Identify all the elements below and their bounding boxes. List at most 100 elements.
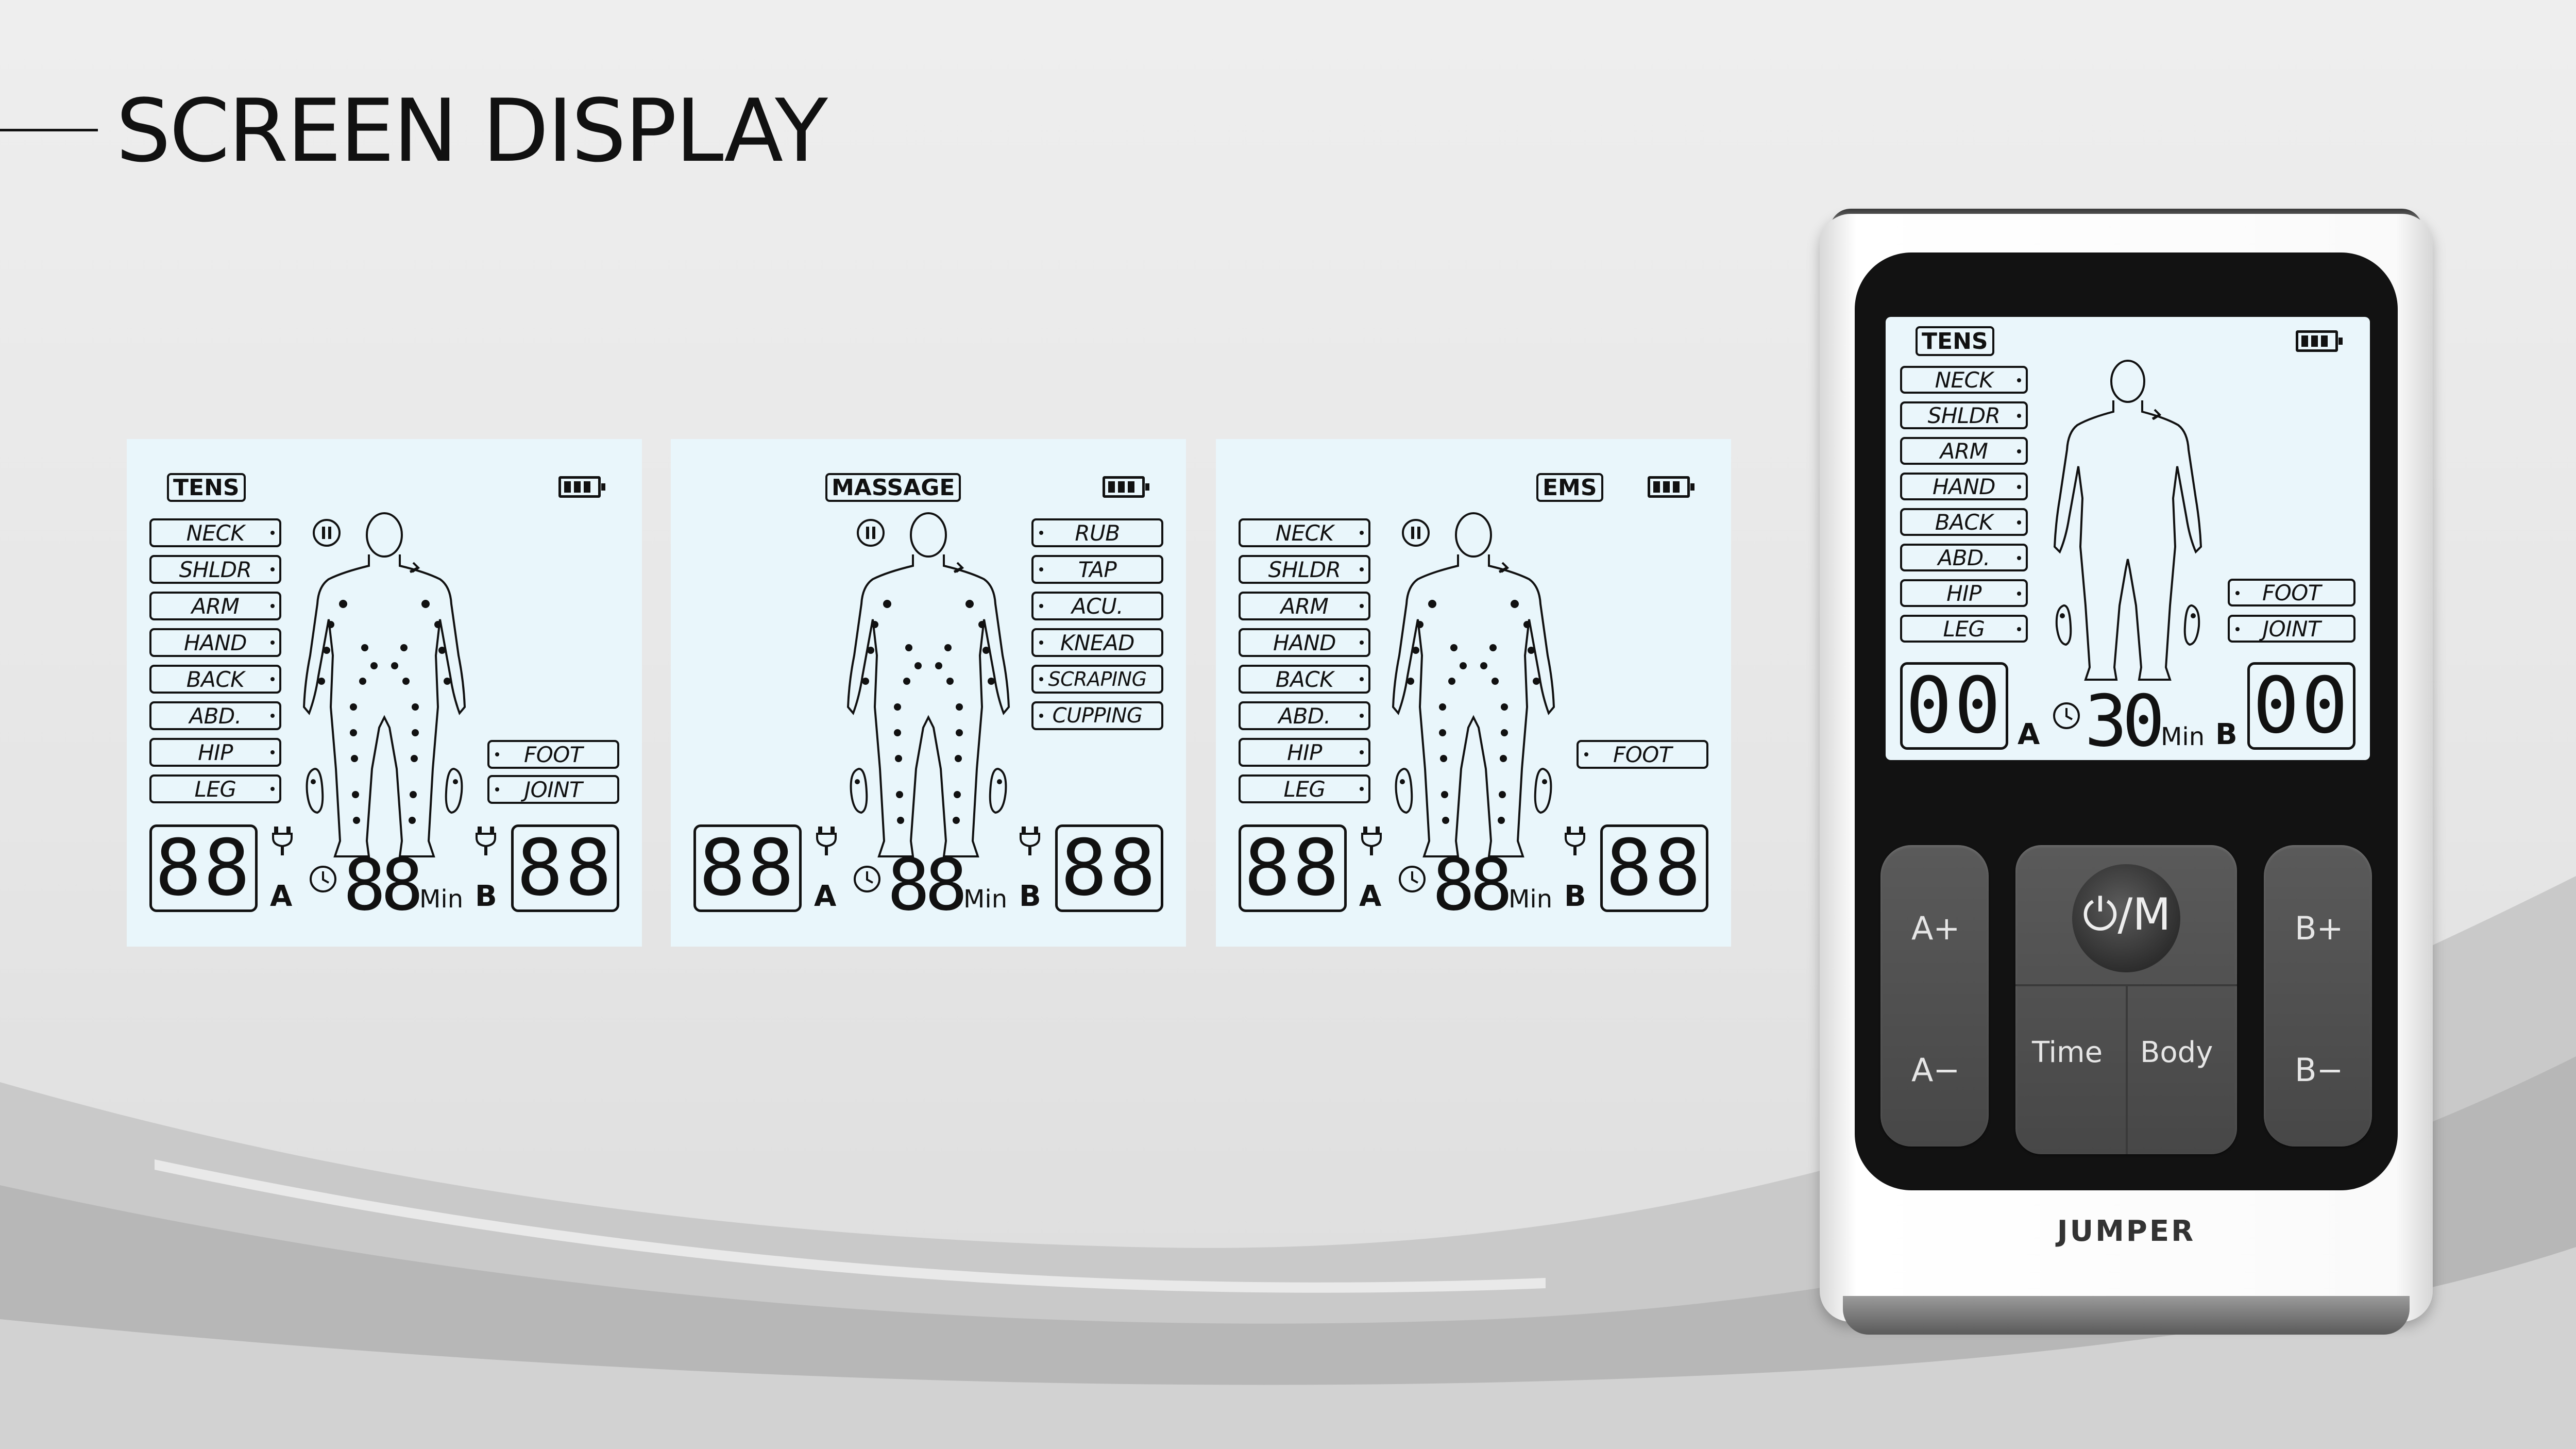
label-acu: ACU. <box>1031 592 1163 620</box>
mode-indicator: MASSAGE <box>825 473 961 502</box>
channel-a-plug-icon <box>1361 827 1382 855</box>
timer-value: 88 <box>343 844 423 926</box>
label-cupping: CUPPING <box>1031 701 1163 730</box>
clock-icon <box>310 866 336 892</box>
tens-device: TENS NECK SHLDR ARM HAND BACK ABD. HIP L… <box>1820 209 2433 1335</box>
label-shldr: SHLDR <box>1900 401 2028 429</box>
body-button[interactable]: Body <box>2140 1036 2213 1069</box>
label-arm: ARM <box>1239 592 1370 620</box>
body-figure-icon <box>1392 512 1555 857</box>
channel-a-plug-icon <box>816 827 837 855</box>
label-neck: NECK <box>1239 518 1370 547</box>
label-hand: HAND <box>149 628 281 657</box>
label-shldr: SHLDR <box>1239 555 1370 584</box>
label-rub: RUB <box>1031 518 1163 547</box>
label-scraping: SCRAPING <box>1031 665 1163 694</box>
channel-b-buttons <box>2264 845 2372 1147</box>
timer-value: 88 <box>887 844 968 926</box>
label-foot: FOOT <box>1577 740 1708 769</box>
label-leg: LEG <box>1239 774 1370 803</box>
body-figure-icon <box>846 512 1010 857</box>
channel-a-intensity: 00 <box>1900 662 2008 750</box>
time-button[interactable]: Time <box>2032 1036 2103 1069</box>
channel-a-letter: A <box>1359 880 1382 913</box>
b-minus-button[interactable]: B− <box>2295 1051 2344 1089</box>
label-joint: JOINT <box>2228 615 2355 643</box>
battery-icon <box>1103 476 1149 498</box>
channel-b-intensity: 88 <box>1055 824 1163 912</box>
device-lcd: TENS NECK SHLDR ARM HAND BACK ABD. HIP L… <box>1886 317 2370 760</box>
pause-icon <box>313 519 341 547</box>
label-hip: HIP <box>149 738 281 767</box>
lcd-panel-tens: TENS NECK SHLDR ARM HAND BACK ABD. HIP L… <box>127 439 642 947</box>
label-hip: HIP <box>1900 579 2028 607</box>
label-back: BACK <box>1239 665 1370 694</box>
lcd-panel-ems: EMS NECK SHLDR ARM HAND BACK ABD. HIP LE… <box>1216 439 1731 947</box>
battery-icon <box>558 476 605 498</box>
label-tap: TAP <box>1031 555 1163 584</box>
device-bottom-edge <box>1843 1296 2410 1335</box>
channel-a-letter: A <box>270 880 293 913</box>
label-abd: ABD. <box>149 701 281 730</box>
label-hip: HIP <box>1239 738 1370 767</box>
label-neck: NECK <box>149 518 281 547</box>
a-minus-button[interactable]: A− <box>1911 1051 1960 1089</box>
label-arm: ARM <box>1900 437 2028 465</box>
channel-b-intensity: 88 <box>1600 824 1708 912</box>
b-plus-button[interactable]: B+ <box>2295 909 2344 947</box>
clock-icon <box>1399 866 1426 892</box>
label-leg: LEG <box>149 774 281 803</box>
mode-indicator: TENS <box>167 473 246 502</box>
power-mode-button[interactable] <box>2072 864 2180 972</box>
body-figure-icon <box>302 512 466 857</box>
label-shldr: SHLDR <box>149 555 281 584</box>
label-back: BACK <box>1900 508 2028 536</box>
channel-a-letter: A <box>814 880 837 913</box>
timer-unit: Min <box>419 885 464 914</box>
channel-b-letter: B <box>1019 880 1041 913</box>
channel-b-letter: B <box>1564 880 1586 913</box>
a-plus-button[interactable]: A+ <box>1911 909 1960 947</box>
channel-a-intensity: 88 <box>693 824 802 912</box>
channel-b-intensity: 00 <box>2247 662 2355 750</box>
channel-a-letter: A <box>2018 718 2040 751</box>
battery-icon <box>2296 330 2343 352</box>
channel-b-intensity: 88 <box>511 824 619 912</box>
label-foot: FOOT <box>487 740 619 769</box>
pause-icon <box>857 519 885 547</box>
title-rule <box>0 129 98 131</box>
clock-icon <box>854 866 880 892</box>
timer-value: 88 <box>1432 844 1513 926</box>
channel-b-letter: B <box>2215 718 2238 751</box>
mode-indicator: TENS <box>1916 326 1994 356</box>
label-joint: JOINT <box>487 775 619 804</box>
center-divider-vertical <box>2126 984 2128 1154</box>
page-title: SCREEN DISPLAY <box>116 80 828 181</box>
channel-b-plug-icon <box>476 827 496 855</box>
label-arm: ARM <box>149 592 281 620</box>
body-figure-icon <box>2053 360 2202 681</box>
power-mode-label: ⏻/M <box>2082 889 2171 940</box>
channel-b-letter: B <box>475 880 497 913</box>
label-back: BACK <box>149 665 281 694</box>
channel-b-plug-icon <box>1020 827 1040 855</box>
label-neck: NECK <box>1900 366 2028 394</box>
lcd-panel-massage: MASSAGE RUB TAP ACU. KNEAD SCRAPING CUPP… <box>671 439 1186 947</box>
label-knead: KNEAD <box>1031 628 1163 657</box>
label-abd: ABD. <box>1900 544 2028 571</box>
label-hand: HAND <box>1239 628 1370 657</box>
timer-unit: Min <box>963 885 1008 914</box>
channel-a-intensity: 88 <box>1239 824 1347 912</box>
label-hand: HAND <box>1900 473 2028 500</box>
timer-unit: Min <box>1509 885 1553 914</box>
timer-value: 30 <box>2084 680 2165 760</box>
channel-a-intensity: 88 <box>149 824 258 912</box>
label-foot: FOOT <box>2228 579 2355 606</box>
battery-icon <box>1648 476 1694 498</box>
label-leg: LEG <box>1900 615 2028 643</box>
label-abd: ABD. <box>1239 701 1370 730</box>
channel-b-plug-icon <box>1565 827 1585 855</box>
timer-unit: Min <box>2161 722 2205 751</box>
channel-a-buttons <box>1880 845 1989 1147</box>
mode-indicator: EMS <box>1536 473 1603 502</box>
